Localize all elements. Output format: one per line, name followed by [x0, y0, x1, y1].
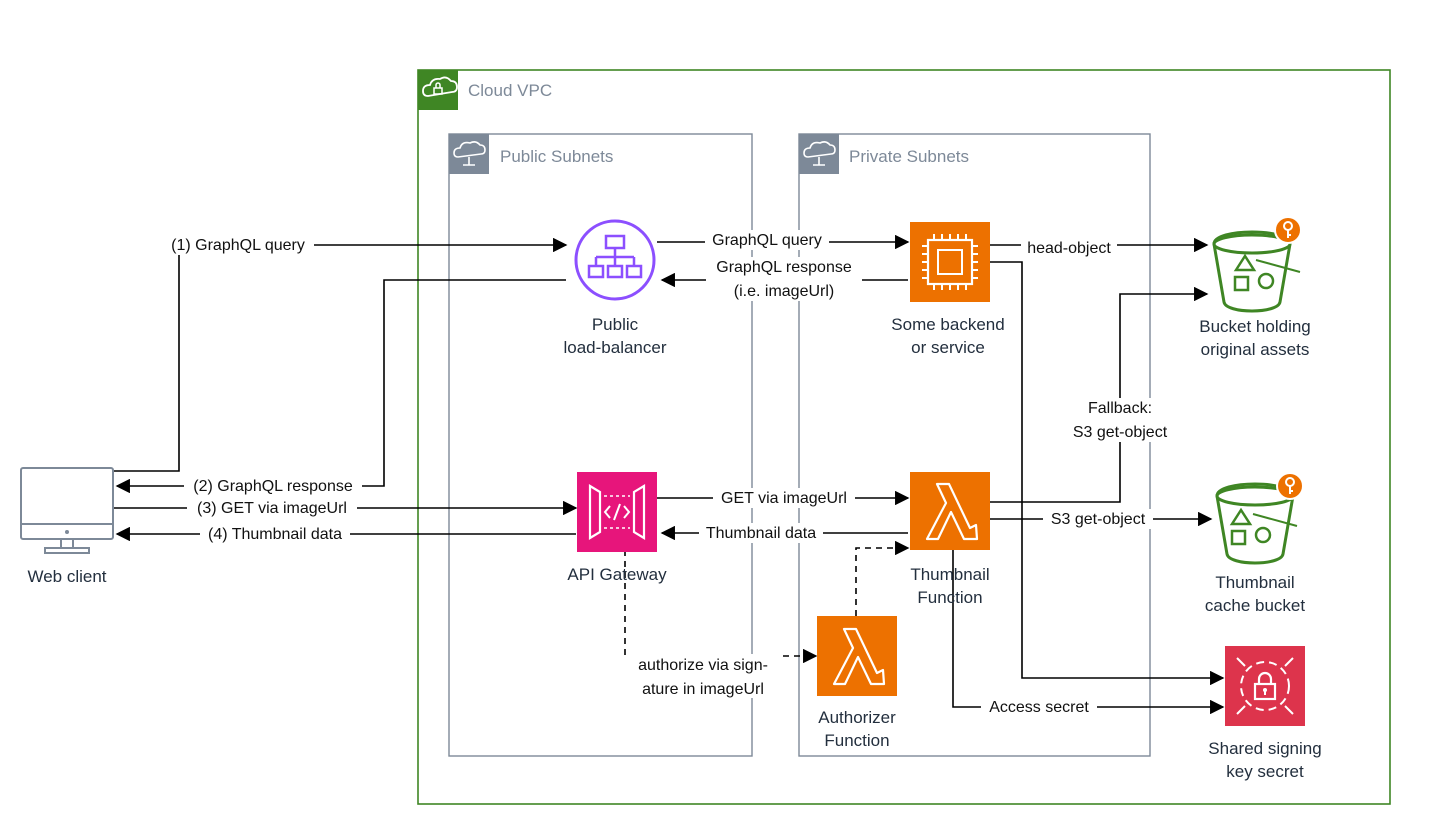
- thumbnail-bucket-label-line1: Thumbnail: [1215, 573, 1294, 592]
- thumbnail-bucket-node: Thumbnail cache bucket: [1205, 472, 1305, 615]
- edge-label: (2) GraphQL response: [193, 478, 353, 495]
- load-balancer-icon: [574, 219, 656, 301]
- public-subnets-group: Public Subnets: [448, 133, 753, 757]
- backend-node: Some backend or service: [891, 222, 1005, 357]
- s3-bucket-icon: [1212, 216, 1302, 313]
- authorizer-function-node: Authorizer Function: [817, 616, 897, 750]
- edge-label: (3) GET via imageUrl: [197, 500, 347, 517]
- chip-icon: [910, 222, 990, 302]
- edge-label: (4) Thumbnail data: [208, 526, 342, 543]
- edge-label: GET via imageUrl: [721, 490, 847, 507]
- edge-backend-secret: [990, 261, 1225, 686]
- thumbnail-fn-label-line1: Thumbnail: [910, 565, 989, 584]
- authorizer-label-line1: Authorizer: [818, 708, 896, 727]
- backend-label-line1: Some backend: [891, 315, 1004, 334]
- edge-label: (1) GraphQL query: [171, 237, 305, 254]
- edge-label: Thumbnail data: [706, 525, 816, 542]
- edge-label: Access secret: [989, 699, 1089, 716]
- edge-label: (i.e. imageUrl): [734, 283, 834, 300]
- edge-label: S3 get-object: [1073, 424, 1168, 441]
- edge-label: Fallback:: [1088, 400, 1152, 417]
- thumbnail-fn-label-line2: Function: [917, 588, 982, 607]
- bucket-original-label-line1: Bucket holding: [1199, 317, 1311, 336]
- edge-label: GraphQL response: [716, 259, 852, 276]
- cloud-lock-icon: [418, 70, 458, 110]
- edge-label: authorize via sign-: [638, 657, 768, 674]
- edge-label: S3 get-object: [1051, 511, 1146, 528]
- edge-label: ature in imageUrl: [642, 681, 764, 698]
- edge-graphql-response-client: [115, 279, 566, 494]
- backend-label-line2: or service: [911, 338, 985, 357]
- load-balancer-node: Public load-balancer: [563, 219, 667, 357]
- bucket-original-label-line2: original assets: [1201, 340, 1310, 359]
- edge-label: GraphQL query: [712, 232, 822, 249]
- vpc-group: Cloud VPC: [417, 69, 1391, 805]
- edge-access-secret: [952, 550, 1225, 715]
- private-subnets-label: Private Subnets: [849, 147, 969, 166]
- vpc-label: Cloud VPC: [468, 81, 552, 100]
- edge-label: head-object: [1027, 240, 1111, 257]
- signing-secret-label-line2: key secret: [1226, 762, 1304, 781]
- monitor-icon: [20, 467, 114, 554]
- signing-secret-label-line1: Shared signing: [1208, 739, 1321, 758]
- edge-graphql-query-client: [112, 237, 568, 472]
- lambda-icon: [910, 472, 990, 550]
- edge-authorizer-fn: [855, 540, 910, 616]
- secrets-manager-icon: [1225, 646, 1305, 726]
- public-subnets-label: Public Subnets: [500, 147, 613, 166]
- thumbnail-function-node: Thumbnail Function: [910, 472, 990, 607]
- thumbnail-bucket-label-line2: cache bucket: [1205, 596, 1305, 615]
- web-client-label: Web client: [27, 567, 106, 586]
- edge-labels: (1) GraphQL query (2) GraphQL response (…: [162, 230, 1176, 717]
- api-gateway-icon: [577, 472, 657, 552]
- bucket-original-node: Bucket holding original assets: [1199, 216, 1311, 359]
- s3-bucket-icon: [1215, 472, 1304, 565]
- signing-secret-node: Shared signing key secret: [1208, 646, 1322, 781]
- api-gateway-node: API Gateway: [567, 472, 667, 584]
- lb-label-line1: Public: [592, 315, 639, 334]
- web-client-node: Web client: [20, 467, 114, 586]
- lambda-icon: [817, 616, 897, 696]
- api-gateway-label: API Gateway: [567, 565, 667, 584]
- lb-label-line2: load-balancer: [563, 338, 666, 357]
- authorizer-label-line2: Function: [824, 731, 889, 750]
- private-subnets-group: Private Subnets: [798, 133, 1151, 757]
